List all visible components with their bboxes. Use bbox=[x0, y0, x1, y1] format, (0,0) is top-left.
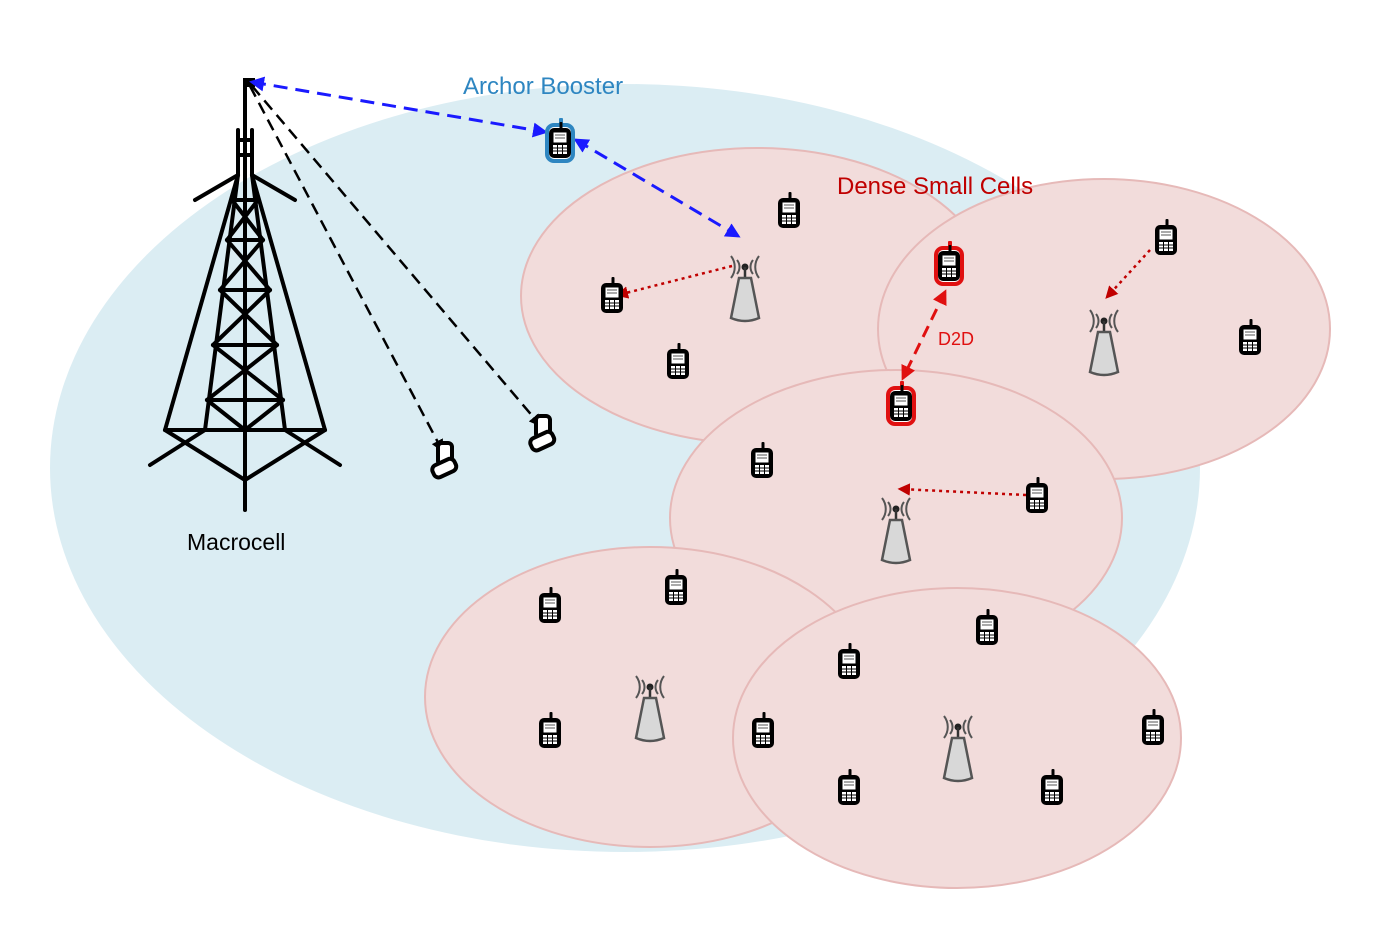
anchor-link-macro bbox=[249, 76, 548, 138]
anchor-link-smallcell bbox=[573, 138, 741, 238]
macro-link-1 bbox=[248, 85, 444, 453]
dense-small-cells-label: Dense Small Cells bbox=[837, 173, 1034, 200]
d2d-label: D2D bbox=[938, 329, 975, 349]
d2d-phone-icon bbox=[886, 381, 916, 426]
anchor-booster-label: Archor Booster bbox=[463, 73, 624, 100]
d2d-link bbox=[901, 289, 947, 381]
access-link bbox=[897, 483, 1027, 497]
access-link bbox=[615, 264, 733, 299]
anchor-booster-phone-icon bbox=[545, 118, 575, 163]
macrocell-label: Macrocell bbox=[187, 529, 286, 555]
macro-link-2 bbox=[251, 85, 542, 427]
d2d-phone-icon bbox=[934, 241, 964, 286]
macro-tower-icon bbox=[148, 78, 342, 512]
